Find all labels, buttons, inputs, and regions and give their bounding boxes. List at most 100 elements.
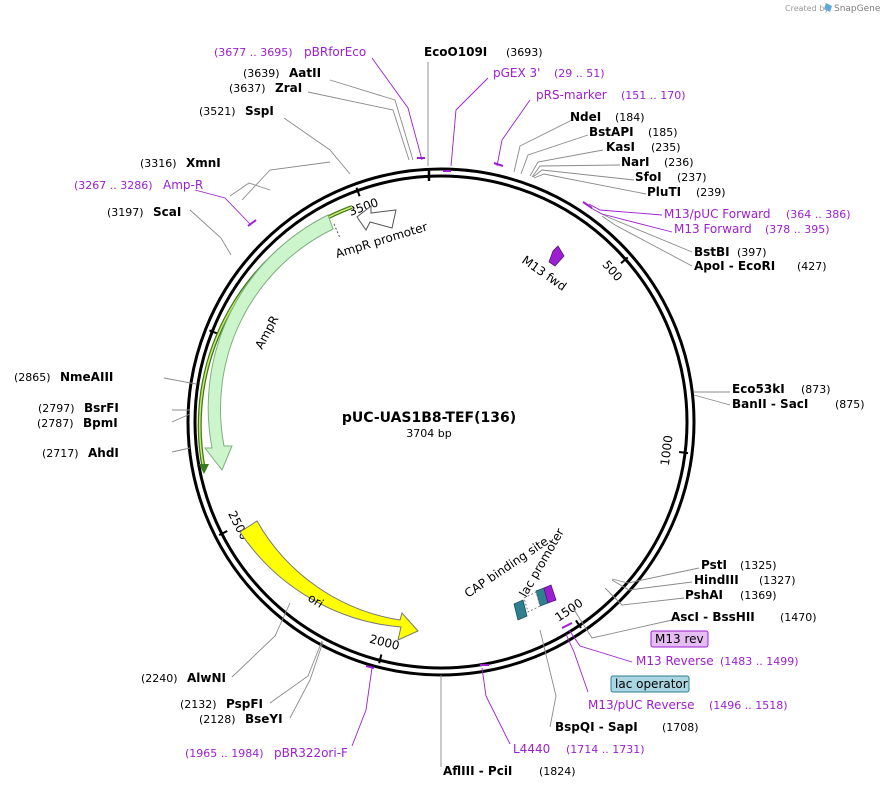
ruler-tick-500 [620,256,629,265]
enzyme-pos-pluti: (239) [696,186,726,199]
primer-label-m13-puc-reverse[interactable]: M13/pUC Reverse [588,698,695,712]
enzyme-label-apoi-ecori[interactable]: ApoI - EcoRI [694,259,775,273]
enzyme-label-bstapi[interactable]: BstAPI [589,125,634,139]
ruler-label-500: 500 [600,258,626,284]
enzyme-pos-ahdi: (2717) [42,447,79,460]
ruler-tick-2500 [218,530,228,537]
lac-operator-box[interactable] [610,675,690,693]
lac-promoter-region [523,591,541,613]
enzyme-pos-asci-bsshii: (1470) [780,611,817,624]
enzyme-label-zrai[interactable]: ZraI [275,81,302,95]
enzyme-label-psti[interactable]: PstI [701,558,727,572]
ruler-label-1000: 1000 [658,434,676,466]
brand-text: SnapGene [834,4,881,14]
primer-pos-pbr322ori-f: (1965 .. 1984) [185,747,264,760]
enzyme-pos-sfoi: (237) [677,171,707,184]
primer-pos-m13-reverse: (1483 .. 1499) [720,655,799,668]
primer-label-m13-reverse[interactable]: M13 Reverse [636,654,714,668]
primer-pos-m13-puc-reverse: (1496 .. 1518) [709,699,788,712]
enzyme-pos-apoi-ecori: (427) [797,260,827,273]
primer-pos-m13-puc-forward: (364 .. 386) [786,208,851,221]
primer-pos-l4440: (1714 .. 1731) [566,743,645,756]
snapgene-logo-icon [824,3,832,12]
m13-rev-box[interactable] [650,630,709,648]
enzyme-label-ecoo109i[interactable]: EcoO109I [424,45,487,59]
enzyme-label-bseyi[interactable]: BseYI [245,712,283,726]
ruler-tick-1500 [575,619,582,629]
plasmid-length: 3704 bp [406,427,451,440]
ruler-tick-2000 [378,654,383,664]
ampr-feature[interactable] [203,214,334,471]
enzyme-label-nmeaiii[interactable]: NmeAIII [60,370,113,384]
enzyme-label-xmni[interactable]: XmnI [186,156,221,170]
primer-label-m13-forward[interactable]: M13 Forward [674,222,752,236]
enzyme-pos-psti: (1325) [740,559,777,572]
ruler-label-2000: 2000 [368,632,401,653]
enzyme-pos-bpmi: (2787) [37,417,74,430]
enzyme-pos-ndei: (184) [615,111,645,124]
ampr-track-arrow-icon [199,464,209,474]
enzyme-pos-zrai: (3637) [229,82,266,95]
enzyme-pos-afliii-pcii: (1824) [539,765,576,778]
primer-pos-pgex3: (29 .. 51) [554,67,605,80]
enzyme-pos-bspqi-sapi: (1708) [662,721,699,734]
primer-leaders [194,57,673,747]
primer-pos-m13-forward: (378 .. 395) [765,223,830,236]
enzyme-pos-alwni: (2240) [141,672,178,685]
primer-label-l4440[interactable]: L4440 [513,742,550,756]
enzyme-label-pspfi[interactable]: PspFI [226,697,263,711]
primer-pos-amp-r: (3267 .. 3286) [74,179,153,192]
enzyme-pos-hindiii: (1327) [759,574,796,587]
enzyme-pos-bstapi: (185) [648,126,678,139]
enzyme-label-pluti[interactable]: PluTI [647,185,681,199]
enzyme-pos-bsrfi: (2797) [38,402,75,415]
cap-binding-site-feature[interactable] [513,599,528,621]
enzyme-label-ndei[interactable]: NdeI [570,110,601,124]
m13-fwd-feature[interactable] [548,245,565,267]
enzyme-pos-xmni: (3316) [140,157,177,170]
ampr-label: AmpR [252,313,281,351]
enzyme-label-afliii-pcii[interactable]: AflIII - PciI [443,764,512,778]
enzyme-label-sspi[interactable]: SspI [245,104,274,118]
primer-label-m13-puc-forward[interactable]: M13/pUC Forward [664,207,771,221]
enzyme-label-pshai[interactable]: PshAI [685,588,723,602]
enzyme-label-sfoi[interactable]: SfoI [635,170,662,184]
ori-feature[interactable] [239,520,419,641]
m13-rev-label: M13 rev [655,632,704,646]
ruler-tick-3000 [209,329,219,335]
primer-label-pbrforeco[interactable]: pBRforEco [304,45,366,59]
ruler-tick-1000 [678,451,689,455]
enzyme-pos-ecoo109i: (3693) [506,46,543,59]
enzyme-label-banii-saci[interactable]: BanII - SacI [732,397,808,411]
enzyme-label-scai[interactable]: ScaI [153,205,181,219]
primer-label-pgex3[interactable]: pGEX 3' [493,66,540,80]
enzyme-pos-nari: (236) [664,156,694,169]
enzyme-label-asci-bsshii[interactable]: AscI - BssHII [671,610,755,624]
enzyme-label-bpmi[interactable]: BpmI [83,416,118,430]
enzyme-label-aatii[interactable]: AatII [289,66,321,80]
enzyme-label-ahdi[interactable]: AhdI [88,446,119,460]
lac-promoter-feature[interactable] [543,584,557,604]
primer-label-pbr322ori-f[interactable]: pBR322ori-F [274,746,348,760]
enzyme-label-alwni[interactable]: AlwNI [187,671,226,685]
plasmid-name: pUC-UAS1B8-TEF(136) [342,410,516,426]
enzyme-pos-bstbi: (397) [737,246,767,259]
ampr-promoter-label: AmpR promoter [334,220,429,261]
enzyme-label-hindiii[interactable]: HindIII [694,573,739,587]
enzyme-label-bstbi[interactable]: BstBI [694,245,730,259]
enzyme-label-bspqi-sapi[interactable]: BspQI - SapI [555,720,638,734]
enzyme-pos-kasi: (235) [651,141,681,154]
ampr-promoter-feature[interactable] [356,204,397,231]
enzyme-pos-bseyi: (2128) [199,713,236,726]
enzyme-pos-pspfi: (2132) [180,698,217,711]
enzyme-label-nari[interactable]: NarI [621,155,650,169]
primer-label-amp-r[interactable]: Amp-R [163,178,203,192]
enzyme-pos-banii-saci: (875) [835,398,865,411]
enzyme-label-kasi[interactable]: KasI [606,140,635,154]
enzyme-label-bsrfi[interactable]: BsrFI [84,401,119,415]
ruler-tick-3500 [355,187,361,197]
enzyme-label-eco53ki[interactable]: Eco53kI [732,382,785,396]
primer-label-prs-marker[interactable]: pRS-marker [536,88,607,102]
credit-text: Created by [785,4,829,13]
